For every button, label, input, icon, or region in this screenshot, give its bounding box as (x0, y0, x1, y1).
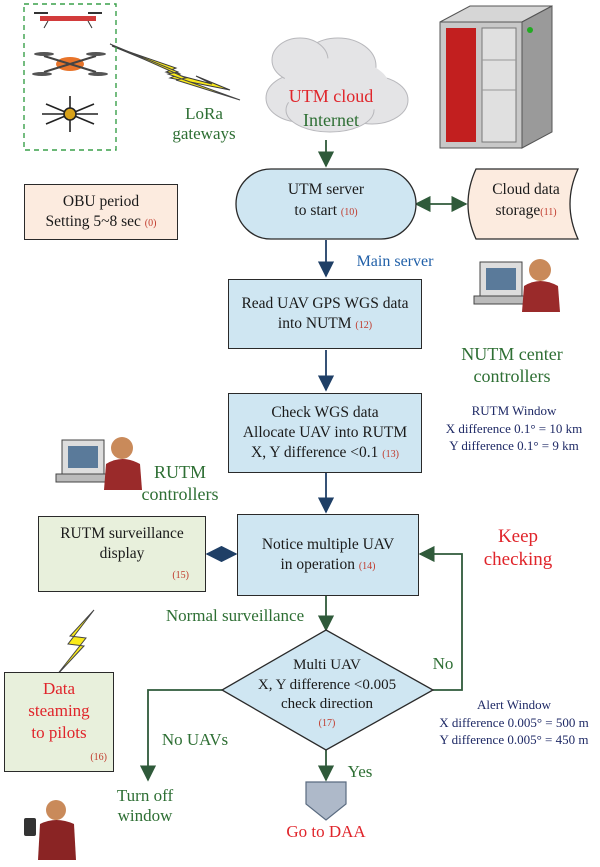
multi-uav-decision (220, 629, 435, 751)
rutm-window-note: RUTM Window X difference 0.1° = 10 km Y … (445, 403, 583, 454)
utm-server-terminator (235, 168, 417, 240)
lightning-bolt-streaming-icon (55, 609, 95, 677)
utm-cloud-icon (265, 37, 409, 133)
no-uavs-label: No UAVs (161, 730, 229, 749)
utm-server-text: UTM server to start (10) (287, 181, 365, 219)
pilot-phone-icon (24, 800, 76, 860)
lora-gateways-label: LoRa gateways (172, 104, 236, 144)
drone-icon (32, 52, 108, 76)
alert-window-note: Alert Window X difference 0.005° = 500 m… (439, 697, 589, 748)
turn-off-window-label: Turn off window (116, 786, 174, 826)
check-wgs-box: Check WGS data Allocate UAV into RUTM X,… (228, 393, 422, 473)
normal-surveillance-label: Normal surveillance (165, 606, 305, 625)
keep-checking-label: Keep checking (483, 526, 553, 570)
read-gps-box: Read UAV GPS WGS data into NUTM (12) (228, 279, 422, 349)
no-label: No (432, 654, 454, 673)
rutm-controllers-label: RUTM controllers (141, 462, 219, 504)
yes-label: Yes (347, 762, 373, 781)
utm-cloud-label: UTM cloud (288, 86, 374, 106)
obu-period-box: OBU period Setting 5~8 sec (0) (24, 184, 178, 240)
main-server-label: Main server (356, 253, 434, 270)
arrow-no-loop (418, 545, 463, 691)
server-rack-icon (439, 5, 553, 149)
go-to-daa-label: Go to DAA (286, 822, 366, 841)
cloud-storage-shape (467, 168, 580, 240)
go-to-daa-connector (305, 781, 347, 821)
nutm-controllers-label: NUTM center controllers (461, 344, 563, 386)
nutm-controller-icon (473, 259, 560, 312)
notice-box: Notice multiple UAV in operation (14) (237, 514, 419, 596)
cloud-storage-text: Cloud data storage(11) (492, 181, 560, 219)
rutm-display-box: RUTM surveillance display (15) (38, 516, 206, 592)
drone-icon (34, 12, 102, 29)
internet-label: Internet (303, 110, 359, 130)
lightning-bolt-lora-main-icon (109, 43, 241, 101)
drone-icon (42, 96, 98, 132)
data-streaming-box: Data steaming to pilots (16) (4, 672, 114, 772)
uav-group-box (23, 3, 117, 151)
rutm-controller-icon (55, 437, 142, 490)
multi-uav-text: Multi UAV X, Y difference <0.005 check d… (257, 657, 397, 729)
arrow-no-uavs (139, 689, 222, 782)
